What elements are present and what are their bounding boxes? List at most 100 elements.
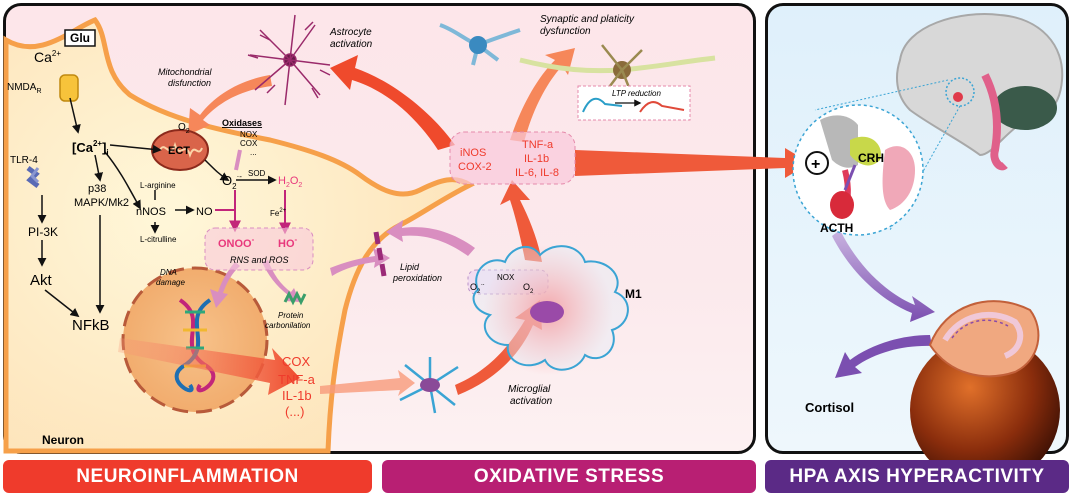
p38-label: p38 [88,183,106,195]
il1b-label: IL-1b [282,388,312,403]
cox2-label: COX-2 [458,161,492,173]
mito-label-1: Mitochondrial [158,67,213,77]
o2-right-label: O2 [523,282,534,295]
akt-label: Akt [30,272,53,289]
ect-label: ECT [168,145,190,157]
arrow-cai-to-p38 [94,154,104,182]
fe-label: Fe2+ [270,208,287,218]
hpa-axis-bar: HPA AXIS HYPERACTIVITY [765,460,1069,493]
kidney-icon [910,335,1060,485]
arrow-adrenal-to-cortisol [835,335,932,378]
etc-label: (...) [285,404,305,419]
il68-label: IL-6, IL-8 [515,167,559,179]
pi3k-label: PI-3K [28,225,58,239]
tlr4-receptor-icon [26,166,40,188]
tnfa2-label: TNF-a [522,139,554,151]
cytokine-box [449,131,576,185]
astrocyte-label-2: activation [330,39,373,50]
h2o2-label: H2O2 [278,175,302,189]
sod-label: SOD [248,169,266,178]
ca-i-label: [Ca2+]i [72,139,109,157]
cox-big-label: COX [282,354,311,369]
inos-label: iNOS [460,147,486,159]
lcitrulline-label: L-citrulline [140,235,177,244]
synapse-neurons-icon [439,23,716,96]
lipid-label-1: Lipid [400,262,420,272]
tnfa-label: TNF-a [278,372,316,387]
dna-damage-label-1: DNA [160,268,177,277]
nmda-label: NMDAR [7,82,42,95]
ca-label: Ca2+ [34,49,61,65]
acth-label: ACTH [820,221,853,235]
astrocyte-label-1: Astrocyte [329,27,372,38]
arrow-cytokines-to-astrocyte [330,55,455,150]
arrow-cai-to-ect [109,144,162,154]
no-label: NO [196,206,213,218]
arrow-oxidases-to-o2rad [234,149,242,171]
nnos-label: nNOS [136,206,166,218]
neuron-label: Neuron [42,433,84,447]
synaptic-label-1: Synaptic and platicity [540,14,635,25]
synaptic-label-2: dysfunction [540,26,591,37]
cox-small-label: COX [240,139,258,148]
glu-label: Glu [70,31,90,45]
arrow-microglia-to-lipid [386,220,475,256]
larginine-label: L-arginine [140,181,176,190]
m1-label: M1 [625,287,642,301]
arrow-rns-to-protein [262,260,300,302]
mito-label-2: disfunction [168,78,211,88]
cortisol-label: Cortisol [805,400,854,415]
glu-box [64,29,96,47]
crh-label: CRH [858,151,884,165]
lipid-label-2: peroxidation [392,273,442,283]
ellipsis-label: ... [250,148,257,157]
arrow-rns-to-dna [210,262,240,308]
arrow-cai-to-nnos [104,151,141,210]
tlr4-label: TLR-4 [10,155,38,166]
rns-ros-box [204,227,314,271]
zoom-line-1 [814,79,949,111]
o2-left-label: O2·- [470,282,484,295]
microglia-m1-icon [472,245,629,371]
protein-label-2: carbonilation [265,321,311,330]
onoo-label: ONOO- [218,235,255,250]
ltp-curve-high [582,97,623,113]
microglial-label-2: activation [510,396,553,407]
oxidative-stress-bar: OXIDATIVE STRESS [382,460,756,493]
il1b2-label: IL-1b [524,153,549,165]
nfkb-label: NFkB [72,317,110,334]
arrow-ect-to-o2rad [204,159,230,181]
arrow-akt-to-nfkb [44,289,80,318]
o2-radical-label: O2·- [222,172,242,191]
ltp-curve-low [639,101,685,113]
nox-label: NOX [240,130,258,139]
o2-label: O2 [178,122,190,135]
arrow-rns-to-lipid [330,248,390,276]
arrow-microglia-to-cytokines [500,180,542,262]
arrow-astrocyte-to-mito [188,75,272,135]
ho-label: HO- [278,235,298,250]
protein-icon [283,290,307,306]
protein-label-1: Protein [278,311,304,320]
rns-ros-label: RNS and ROS [230,255,289,265]
resting-microglia-icon [399,357,459,414]
oxidases-label: Oxidases [222,118,262,128]
ltp-label: LTP reduction [612,89,661,98]
arrow-cytokines-to-microglia [320,370,415,396]
dna-damage-label-2: damage [156,278,185,287]
nox2-label: NOX [497,273,515,282]
nmda-receptor-icon [59,74,79,102]
hypothalamus-pituitary-icon [820,115,915,219]
arrow-ca-to-cai [69,97,81,134]
microglial-label-1: Microglial [508,384,551,395]
nucleus [121,266,269,414]
arrow-acth-to-adrenal [832,230,935,322]
plus-badge [805,151,829,175]
mitochondrion-icon [151,129,209,171]
arrow-cytokines-to-synapse [510,48,575,142]
arrow-nfkb-to-cytokines [118,338,300,395]
neuroinflammation-bar: NEUROINFLAMMATION [3,460,372,493]
adrenal-gland-icon [928,300,1040,378]
lipid-membrane-icon [373,231,387,277]
